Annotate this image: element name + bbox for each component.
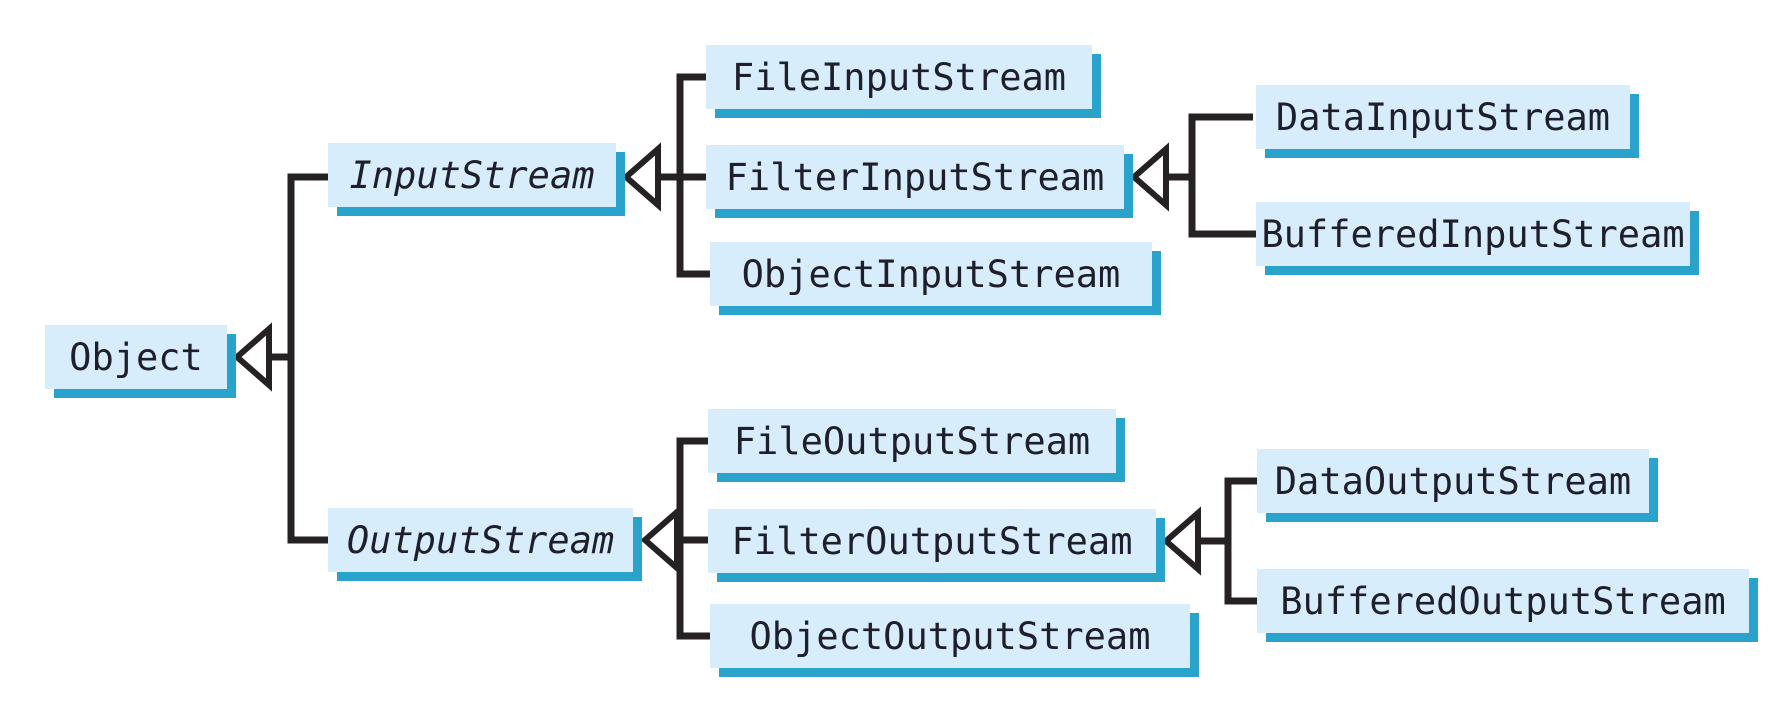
class-label-bufferedinputstream: BufferedInputStream	[1261, 212, 1685, 256]
connector-object-children	[269, 173, 328, 544]
class-label-object: Object	[69, 335, 203, 379]
class-box-bufferedoutputstream: BufferedOutputStream	[1257, 569, 1749, 633]
class-label-outputstream: OutputStream	[346, 518, 615, 562]
class-label-objectoutputstream: ObjectOutputStream	[749, 614, 1151, 658]
inheritance-arrow-inputstream-icon	[621, 142, 661, 212]
inheritance-arrow-filterinputstream-icon	[1129, 142, 1169, 212]
inheritance-arrow-outputstream-icon	[640, 505, 680, 575]
class-label-filteroutputstream: FilterOutputStream	[731, 519, 1133, 563]
class-label-filterinputstream: FilterInputStream	[725, 155, 1105, 199]
class-box-fileinputstream: FileInputStream	[706, 45, 1092, 109]
class-label-datainputstream: DataInputStream	[1275, 95, 1611, 139]
connector-filterinputstream-children	[1166, 113, 1256, 238]
class-label-fileoutputstream: FileOutputStream	[733, 419, 1091, 463]
class-label-fileinputstream: FileInputStream	[731, 55, 1067, 99]
class-label-dataoutputstream: DataOutputStream	[1274, 459, 1632, 503]
connector-outputstream-children	[676, 437, 710, 640]
class-box-datainputstream: DataInputStream	[1256, 85, 1630, 149]
class-box-filterinputstream: FilterInputStream	[706, 145, 1124, 209]
class-box-objectinputstream: ObjectInputStream	[710, 242, 1152, 306]
class-box-object: Object	[45, 325, 227, 389]
inheritance-arrow-filteroutputstream-icon	[1161, 506, 1201, 576]
connector-inputstream-children	[658, 73, 710, 278]
class-box-outputstream: OutputStream	[328, 508, 633, 572]
class-label-objectinputstream: ObjectInputStream	[741, 252, 1121, 296]
class-label-inputstream: InputStream	[349, 153, 595, 197]
class-box-bufferedinputstream: BufferedInputStream	[1256, 202, 1690, 266]
class-box-dataoutputstream: DataOutputStream	[1257, 449, 1649, 513]
inheritance-arrow-object-icon	[232, 322, 272, 392]
class-box-objectoutputstream: ObjectOutputStream	[710, 604, 1190, 668]
connector-filteroutputstream-children	[1198, 477, 1257, 605]
class-box-filteroutputstream: FilterOutputStream	[708, 509, 1156, 573]
class-box-fileoutputstream: FileOutputStream	[708, 409, 1116, 473]
class-box-inputstream: InputStream	[328, 143, 616, 207]
class-label-bufferedoutputstream: BufferedOutputStream	[1280, 579, 1726, 623]
